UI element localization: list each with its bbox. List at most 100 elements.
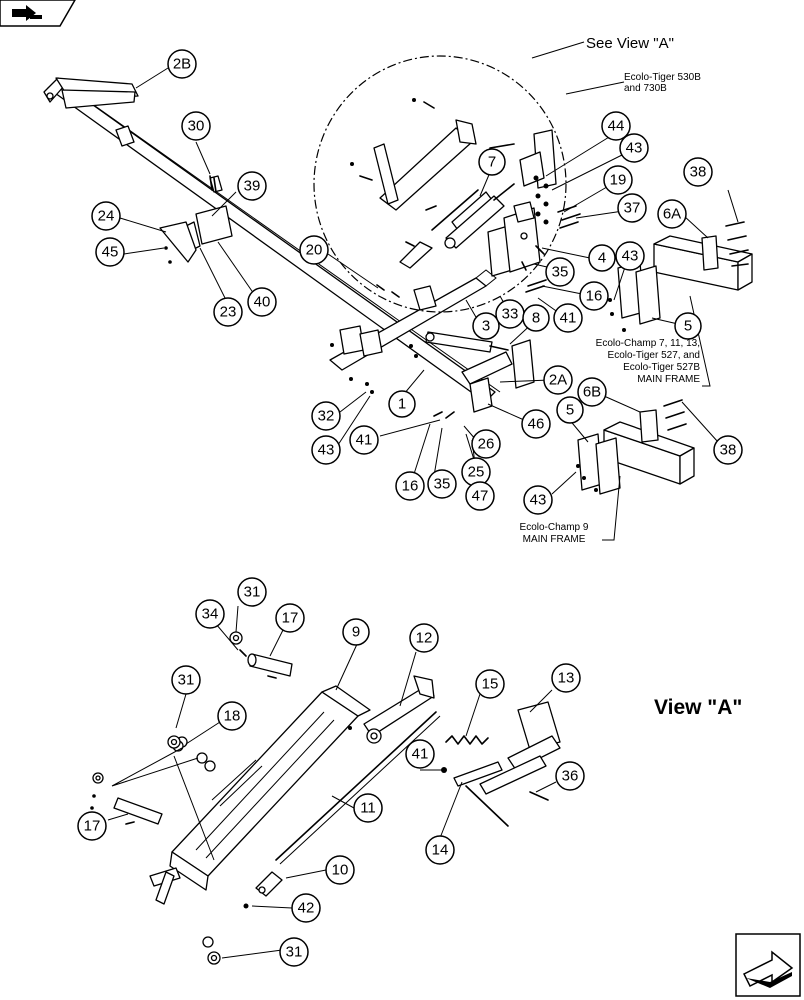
svg-text:16: 16 [402,478,419,495]
callout-8[interactable]: 8 [522,304,550,332]
callout-view-17-b[interactable]: 17 [77,811,107,841]
callout-45[interactable]: 45 [95,237,125,267]
callout-3[interactable]: 3 [472,312,500,340]
callout-35-b[interactable]: 35 [427,469,457,499]
note-main-frame-line2: Ecolo-Tiger 527, and [608,350,700,361]
svg-text:3: 3 [482,318,490,335]
callout-41-a[interactable]: 41 [553,303,583,333]
svg-text:2B: 2B [173,56,191,73]
callouts: 2B 30 39 24 45 23 40 20 7 44 43 19 37 38… [77,49,743,967]
callout-24[interactable]: 24 [91,201,121,231]
callout-5-b[interactable]: 5 [556,396,584,424]
svg-text:40: 40 [254,294,271,311]
svg-text:30: 30 [188,118,205,135]
callout-view-17-a[interactable]: 17 [275,603,305,633]
callout-view-41[interactable]: 41 [405,739,435,769]
callout-view-10[interactable]: 10 [325,855,355,885]
note-champ9-line2: MAIN FRAME [523,534,586,545]
callout-35-a[interactable]: 35 [545,257,575,287]
callout-38-a[interactable]: 38 [683,157,713,187]
svg-text:7: 7 [488,154,496,171]
svg-text:13: 13 [558,670,575,687]
next-page-icon[interactable] [735,933,801,997]
note-tiger-530b-line2: and 730B [624,83,667,94]
callout-20[interactable]: 20 [299,235,329,265]
svg-text:6A: 6A [663,206,681,223]
callout-view-42[interactable]: 42 [291,893,321,923]
svg-text:32: 32 [318,408,335,425]
callout-view-15[interactable]: 15 [475,669,505,699]
svg-text:43: 43 [530,492,547,509]
note-main-frame-line3: Ecolo-Tiger 527B [623,362,700,373]
callout-44[interactable]: 44 [601,111,631,141]
callout-view-9[interactable]: 9 [342,618,370,646]
callout-view-31-b[interactable]: 31 [171,665,201,695]
svg-text:12: 12 [416,630,433,647]
callout-41-b[interactable]: 41 [349,425,379,455]
callout-view-18[interactable]: 18 [217,701,247,731]
callout-view-36[interactable]: 36 [555,761,585,791]
callout-30[interactable]: 30 [181,111,211,141]
callout-view-14[interactable]: 14 [425,835,455,865]
svg-text:36: 36 [562,768,579,785]
svg-text:41: 41 [560,310,577,327]
svg-text:31: 31 [244,584,261,601]
svg-text:5: 5 [684,318,692,335]
callout-32[interactable]: 32 [311,401,341,431]
callout-39[interactable]: 39 [237,171,267,201]
callout-43-d[interactable]: 43 [523,485,553,515]
callout-47[interactable]: 47 [465,481,495,511]
callout-5-a[interactable]: 5 [674,312,702,340]
callout-view-31-c[interactable]: 31 [279,937,309,967]
svg-text:15: 15 [482,676,499,693]
callout-view-12[interactable]: 12 [409,623,439,653]
callout-1[interactable]: 1 [388,390,416,418]
svg-text:2A: 2A [549,372,567,389]
svg-text:23: 23 [220,304,237,321]
callout-view-11[interactable]: 11 [353,793,383,823]
callout-33[interactable]: 33 [495,299,525,329]
callout-4[interactable]: 4 [588,244,616,272]
note-main-frame-line4: MAIN FRAME [637,374,700,385]
callout-6a[interactable]: 6A [657,199,687,229]
svg-text:43: 43 [622,248,639,265]
callout-23[interactable]: 23 [213,297,243,327]
callout-2b[interactable]: 2B [167,49,197,79]
callout-43-b[interactable]: 43 [615,241,645,271]
callout-46[interactable]: 46 [521,409,551,439]
callout-25[interactable]: 25 [461,457,491,487]
cylinder-assembly [444,175,581,293]
page-tab-icon[interactable] [0,0,76,27]
callout-40[interactable]: 40 [247,287,277,317]
svg-text:24: 24 [98,208,115,225]
svg-text:44: 44 [608,118,625,135]
callout-view-31-a[interactable]: 31 [237,577,267,607]
callout-view-13[interactable]: 13 [551,663,581,693]
svg-text:6B: 6B [583,384,601,401]
callout-38-b[interactable]: 38 [713,435,743,465]
callout-43-c[interactable]: 43 [311,435,341,465]
svg-text:26: 26 [478,436,495,453]
callout-43-a[interactable]: 43 [619,133,649,163]
svg-text:31: 31 [178,672,195,689]
note-main-frame-line1: Ecolo-Champ 7, 11, 13, [596,338,700,349]
svg-text:38: 38 [690,164,707,181]
callout-16-a[interactable]: 16 [579,281,609,311]
callout-6b[interactable]: 6B [577,377,607,407]
callout-view-34[interactable]: 34 [195,599,225,629]
svg-text:20: 20 [306,242,323,259]
note-champ9-line1: Ecolo-Champ 9 [520,522,589,533]
callout-7[interactable]: 7 [478,148,506,176]
callout-16-b[interactable]: 16 [395,471,425,501]
callout-2a[interactable]: 2A [543,365,573,395]
svg-text:17: 17 [84,818,101,835]
callout-19[interactable]: 19 [603,165,633,195]
callout-37[interactable]: 37 [617,193,647,223]
frame-6a [608,221,753,332]
svg-text:4: 4 [598,250,606,267]
callout-26[interactable]: 26 [471,429,501,459]
svg-text:31: 31 [286,944,303,961]
svg-text:34: 34 [202,606,219,623]
svg-text:35: 35 [552,264,569,281]
